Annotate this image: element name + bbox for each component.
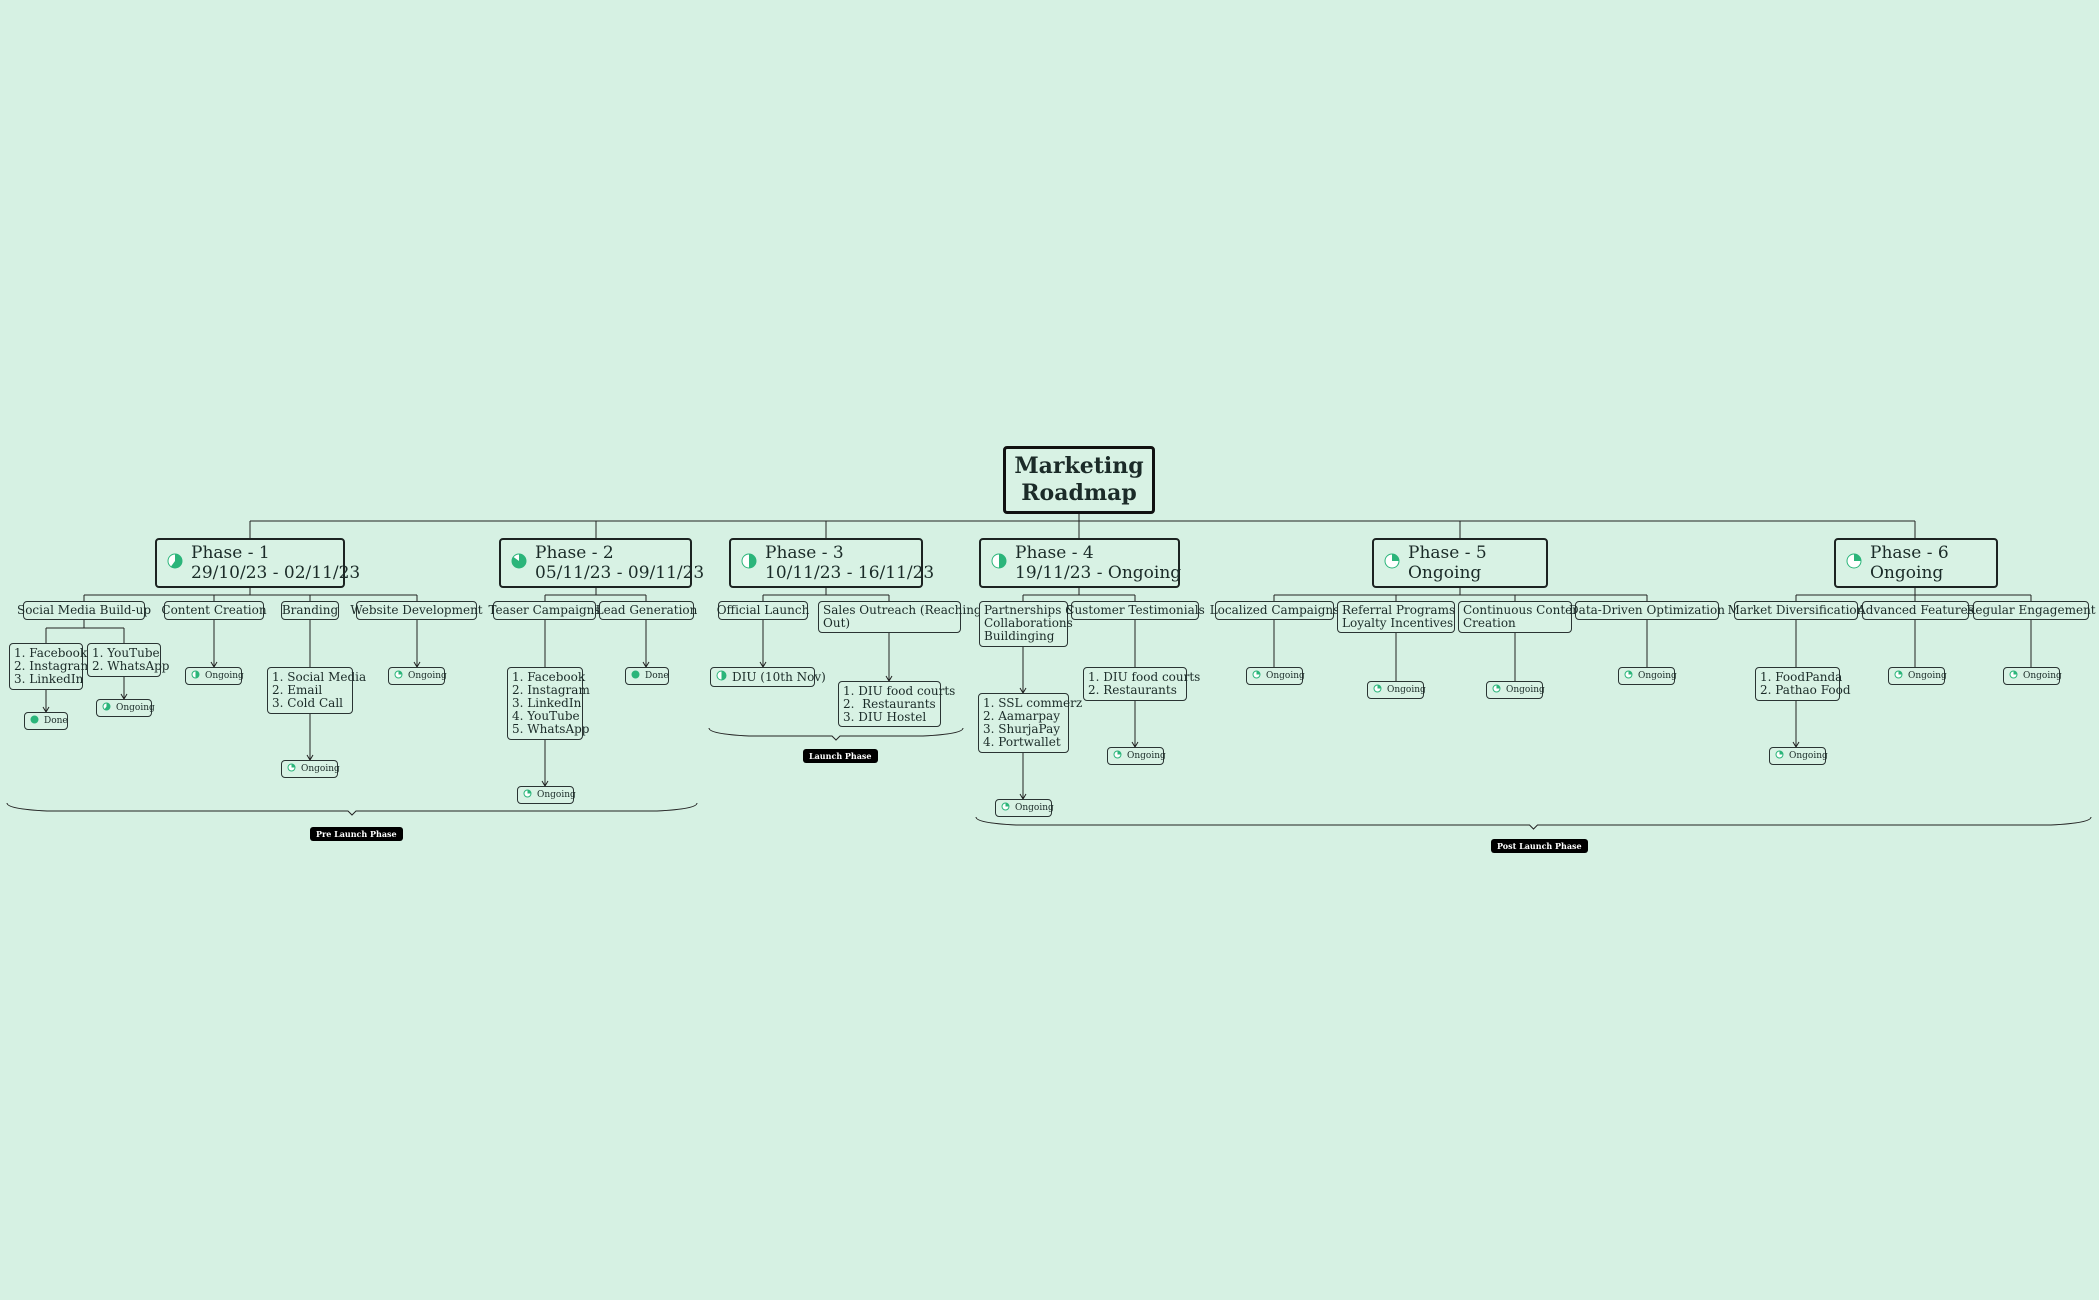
progress-pie-icon xyxy=(1492,684,1501,696)
progress-pie-icon xyxy=(102,702,111,714)
progress-pie-icon xyxy=(523,789,532,801)
phase-1-node[interactable]: Phase - 1 29/10/23 - 02/11/23 xyxy=(155,538,360,588)
check-icon xyxy=(30,715,39,727)
channel-list[interactable]: 1. Social Media 2. Email 3. Cold Call xyxy=(267,667,366,714)
status-ongoing[interactable]: Ongoing xyxy=(281,760,340,778)
platform-list[interactable]: 1. FoodPanda 2. Pathao Food xyxy=(1755,667,1851,701)
phase-label: Phase - 3 10/11/23 - 16/11/23 xyxy=(765,543,935,583)
phase-2-node[interactable]: Phase - 2 05/11/23 - 09/11/23 xyxy=(499,538,704,588)
status-ongoing[interactable]: Ongoing xyxy=(2003,667,2062,685)
phase-label: Phase - 5 Ongoing xyxy=(1408,543,1487,583)
progress-pie-icon xyxy=(991,553,1007,574)
status-diu-launch[interactable]: DIU (10th Nov) xyxy=(710,667,826,687)
summary-launch[interactable]: Launch Phase xyxy=(803,749,878,763)
summary-post-launch[interactable]: Post Launch Phase xyxy=(1491,839,1588,853)
topic-localized-campaigns[interactable]: Localized Campaigns xyxy=(1210,601,1339,620)
topic-content-creation[interactable]: Content Creation xyxy=(161,601,267,620)
topic-continuous-content[interactable]: Continuous Content Creation xyxy=(1458,601,1585,633)
progress-pie-icon xyxy=(511,553,527,574)
progress-pie-icon xyxy=(1624,670,1633,682)
status-ongoing[interactable]: Ongoing xyxy=(1246,667,1305,685)
topic-customer-testimonials[interactable]: Customer Testimonials xyxy=(1065,601,1205,620)
status-done[interactable]: Done xyxy=(24,712,68,730)
phase-label: Phase - 6 Ongoing xyxy=(1870,543,1949,583)
summary-brace-launch xyxy=(708,727,964,741)
topic-referral-programs[interactable]: Referral Programs & Loyalty Incentives xyxy=(1337,601,1470,633)
topic-market-diversification[interactable]: Market Diversification xyxy=(1728,601,1864,620)
channel-list[interactable]: 1. Facebook 2. Instagram 3. LinkedIn xyxy=(9,643,92,690)
progress-pie-icon xyxy=(1384,553,1400,574)
topic-official-launch[interactable]: Official Launch xyxy=(717,601,809,620)
phase-label: Phase - 2 05/11/23 - 09/11/23 xyxy=(535,543,705,583)
status-ongoing[interactable]: Ongoing xyxy=(388,667,447,685)
status-ongoing[interactable]: Ongoing xyxy=(1486,681,1545,699)
progress-pie-icon xyxy=(191,670,200,682)
channel-list[interactable]: 1. Facebook 2. Instagram 3. LinkedIn 4. … xyxy=(507,667,590,740)
progress-pie-icon xyxy=(394,670,403,682)
channel-list[interactable]: 1. YouTube 2. WhatsApp xyxy=(87,643,170,677)
topic-sales-outreach[interactable]: Sales Outreach (Reaching Out) xyxy=(818,601,982,633)
status-ongoing[interactable]: Ongoing xyxy=(1367,681,1426,699)
progress-pie-icon xyxy=(1894,670,1903,682)
progress-pie-icon xyxy=(2009,670,2018,682)
summary-brace-post-launch xyxy=(975,816,2092,830)
status-ongoing[interactable]: Ongoing xyxy=(517,786,576,804)
topic-data-driven-optimization[interactable]: Data-Driven Optimization xyxy=(1569,601,1725,620)
progress-pie-icon xyxy=(1252,670,1261,682)
topic-teaser-campaigns[interactable]: Teaser Campaigns xyxy=(488,601,601,620)
topic-website-development[interactable]: Website Development xyxy=(350,601,483,620)
progress-pie-icon xyxy=(167,553,183,574)
root-node[interactable]: Marketing Roadmap xyxy=(1003,446,1155,514)
topic-social-media-buildup[interactable]: Social Media Build-up xyxy=(17,601,151,620)
phase-4-node[interactable]: Phase - 4 19/11/23 - Ongoing xyxy=(979,538,1182,588)
progress-pie-icon xyxy=(1846,553,1862,574)
summary-pre-launch[interactable]: Pre Launch Phase xyxy=(310,827,403,841)
status-ongoing[interactable]: Ongoing xyxy=(1769,747,1828,765)
progress-pie-icon xyxy=(1113,750,1122,762)
status-ongoing[interactable]: Ongoing xyxy=(1618,667,1677,685)
topic-lead-generation[interactable]: Lead Generation xyxy=(596,601,697,620)
progress-pie-icon xyxy=(1001,802,1010,814)
status-ongoing[interactable]: Ongoing xyxy=(995,799,1054,817)
progress-pie-icon xyxy=(1373,684,1382,696)
status-ongoing[interactable]: Ongoing xyxy=(1888,667,1947,685)
outreach-list[interactable]: 1. DIU food courts 2. Restaurants 3. DIU… xyxy=(838,681,955,727)
topic-branding[interactable]: Branding xyxy=(281,601,339,620)
status-ongoing[interactable]: Ongoing xyxy=(1107,747,1166,765)
status-ongoing[interactable]: Ongoing xyxy=(96,699,155,717)
status-done[interactable]: Done xyxy=(625,667,669,685)
topic-partnerships[interactable]: Partnerships & Collaborations Buildingin… xyxy=(979,601,1076,647)
topic-advanced-features[interactable]: Advanced Features xyxy=(1857,601,1974,620)
status-ongoing[interactable]: Ongoing xyxy=(185,667,244,685)
payment-gateway-list[interactable]: 1. SSL commerz 2. Aamarpay 3. ShurjaPay … xyxy=(978,693,1082,753)
phase-label: Phase - 4 19/11/23 - Ongoing xyxy=(1015,543,1182,583)
progress-pie-icon xyxy=(287,763,296,775)
summary-brace-pre-launch xyxy=(6,802,698,816)
progress-pie-icon xyxy=(1775,750,1784,762)
check-icon xyxy=(631,670,640,682)
testimonials-list[interactable]: 1. DIU food courts 2. Restaurants xyxy=(1083,667,1200,701)
phase-3-node[interactable]: Phase - 3 10/11/23 - 16/11/23 xyxy=(729,538,934,588)
phase-6-node[interactable]: Phase - 6 Ongoing xyxy=(1834,538,1998,588)
phase-label: Phase - 1 29/10/23 - 02/11/23 xyxy=(191,543,361,583)
topic-regular-engagement[interactable]: Regular Engagement xyxy=(1966,601,2096,620)
phase-5-node[interactable]: Phase - 5 Ongoing xyxy=(1372,538,1548,588)
progress-pie-icon xyxy=(741,553,757,574)
progress-pie-icon xyxy=(716,670,727,684)
